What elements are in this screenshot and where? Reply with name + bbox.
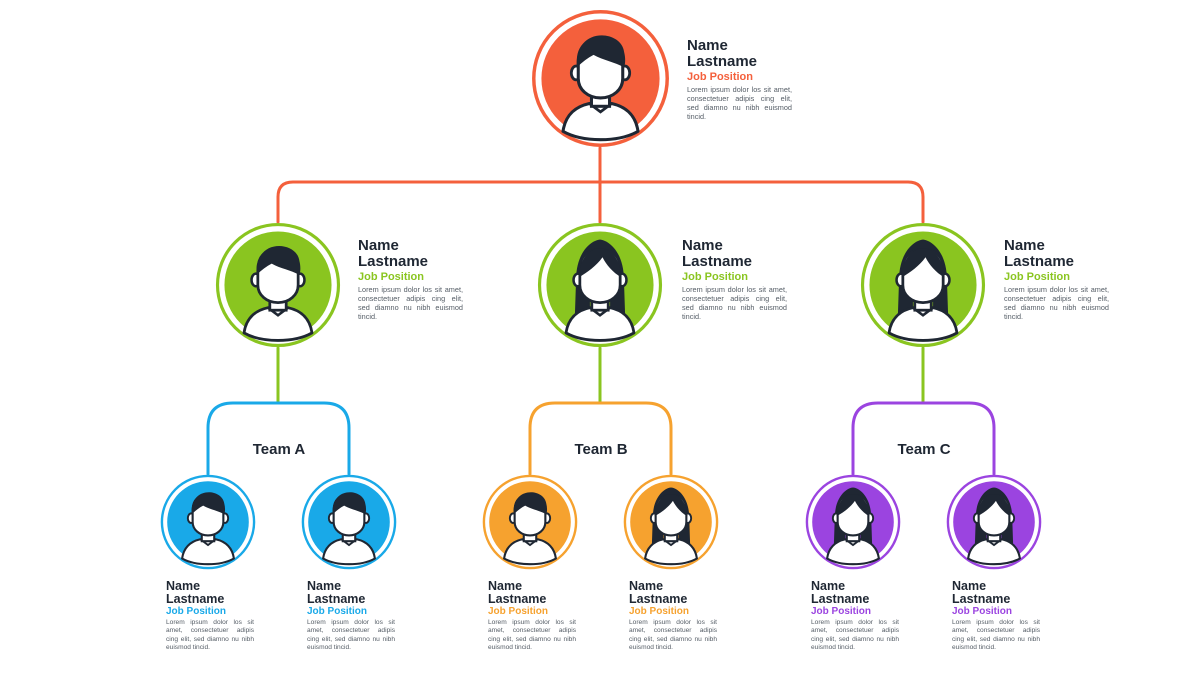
avatar-manager-1 — [215, 222, 341, 348]
person-description: Lorem ipsum dolor los sit amet, consecte… — [166, 619, 254, 651]
connector-team-a — [206, 401, 351, 476]
info-team-b-1: Name Lastname Job Position Lorem ipsum d… — [488, 579, 576, 652]
person-name: Name — [629, 579, 664, 593]
avatar-team-a-2 — [301, 474, 397, 570]
job-position: Job Position — [682, 270, 748, 283]
job-position: Job Position — [952, 606, 1012, 618]
connector-team-b — [528, 401, 673, 476]
person-name: Name — [952, 579, 987, 593]
person-name: Name — [811, 579, 846, 593]
job-position: Job Position — [1004, 270, 1070, 283]
job-position: Job Position — [629, 606, 689, 618]
job-position: Job Position — [687, 70, 753, 83]
person-lastname: Lastname — [488, 592, 547, 607]
person-description: Lorem ipsum dolor los sit amet, consecte… — [1004, 284, 1109, 321]
info-manager-1: Name Lastname Job Position Lorem ipsum d… — [358, 238, 463, 321]
person-lastname: Lastname — [682, 252, 753, 270]
person-female-icon — [860, 222, 986, 348]
person-name: Name — [307, 579, 342, 593]
person-lastname: Lastname — [629, 592, 688, 607]
team-label-a: Team A — [252, 441, 306, 458]
avatar-manager-2 — [537, 222, 663, 348]
connector-team-c — [851, 401, 996, 476]
avatar-team-a-1 — [160, 474, 256, 570]
person-female-icon — [537, 222, 663, 348]
job-position: Job Position — [358, 270, 424, 283]
person-description: Lorem ipsum dolor los sit amet, consecte… — [687, 84, 792, 121]
person-description: Lorem ipsum dolor los sit amet, consecte… — [488, 619, 576, 651]
info-team-c-1: Name Lastname Job Position Lorem ipsum d… — [811, 579, 899, 652]
team-label-b: Team B — [574, 441, 628, 458]
connector-ceo-managers — [276, 146, 925, 224]
person-male-icon — [215, 222, 341, 348]
person-female-icon — [805, 474, 901, 570]
person-description: Lorem ipsum dolor los sit amet, consecte… — [811, 619, 899, 651]
person-lastname: Lastname — [358, 252, 429, 270]
person-male-icon — [301, 474, 397, 570]
avatar-team-c-2 — [946, 474, 1042, 570]
job-position: Job Position — [307, 606, 367, 618]
info-team-a-2: Name Lastname Job Position Lorem ipsum d… — [307, 579, 395, 652]
info-team-c-2: Name Lastname Job Position Lorem ipsum d… — [952, 579, 1040, 652]
team-label-c: Team C — [897, 441, 951, 458]
person-female-icon — [623, 474, 719, 570]
person-description: Lorem ipsum dolor los sit amet, consecte… — [682, 284, 787, 321]
avatar-team-b-2 — [623, 474, 719, 570]
person-male-icon — [482, 474, 578, 570]
person-male-icon — [532, 10, 669, 147]
person-female-icon — [946, 474, 1042, 570]
person-lastname: Lastname — [307, 592, 366, 607]
person-lastname: Lastname — [687, 52, 758, 70]
person-description: Lorem ipsum dolor los sit amet, consecte… — [358, 284, 463, 321]
person-name: Name — [682, 237, 723, 254]
info-manager-2: Name Lastname Job Position Lorem ipsum d… — [682, 238, 787, 321]
person-name: Name — [166, 579, 201, 593]
avatar-manager-3 — [860, 222, 986, 348]
info-team-a-1: Name Lastname Job Position Lorem ipsum d… — [166, 579, 254, 652]
info-ceo: Name Lastname Job Position Lorem ipsum d… — [687, 38, 792, 121]
person-name: Name — [488, 579, 523, 593]
person-description: Lorem ipsum dolor los sit amet, consecte… — [952, 619, 1040, 651]
person-description: Lorem ipsum dolor los sit amet, consecte… — [307, 619, 395, 651]
info-team-b-2: Name Lastname Job Position Lorem ipsum d… — [629, 579, 717, 652]
person-male-icon — [160, 474, 256, 570]
avatar-ceo — [531, 9, 670, 148]
person-lastname: Lastname — [811, 592, 870, 607]
person-lastname: Lastname — [952, 592, 1011, 607]
person-name: Name — [687, 37, 728, 54]
person-lastname: Lastname — [166, 592, 225, 607]
job-position: Job Position — [488, 606, 548, 618]
person-lastname: Lastname — [1004, 252, 1075, 270]
avatar-team-c-1 — [805, 474, 901, 570]
person-name: Name — [1004, 237, 1045, 254]
info-manager-3: Name Lastname Job Position Lorem ipsum d… — [1004, 238, 1109, 321]
person-name: Name — [358, 237, 399, 254]
person-description: Lorem ipsum dolor los sit amet, consecte… — [629, 619, 717, 651]
job-position: Job Position — [166, 606, 226, 618]
avatar-team-b-1 — [482, 474, 578, 570]
job-position: Job Position — [811, 606, 871, 618]
